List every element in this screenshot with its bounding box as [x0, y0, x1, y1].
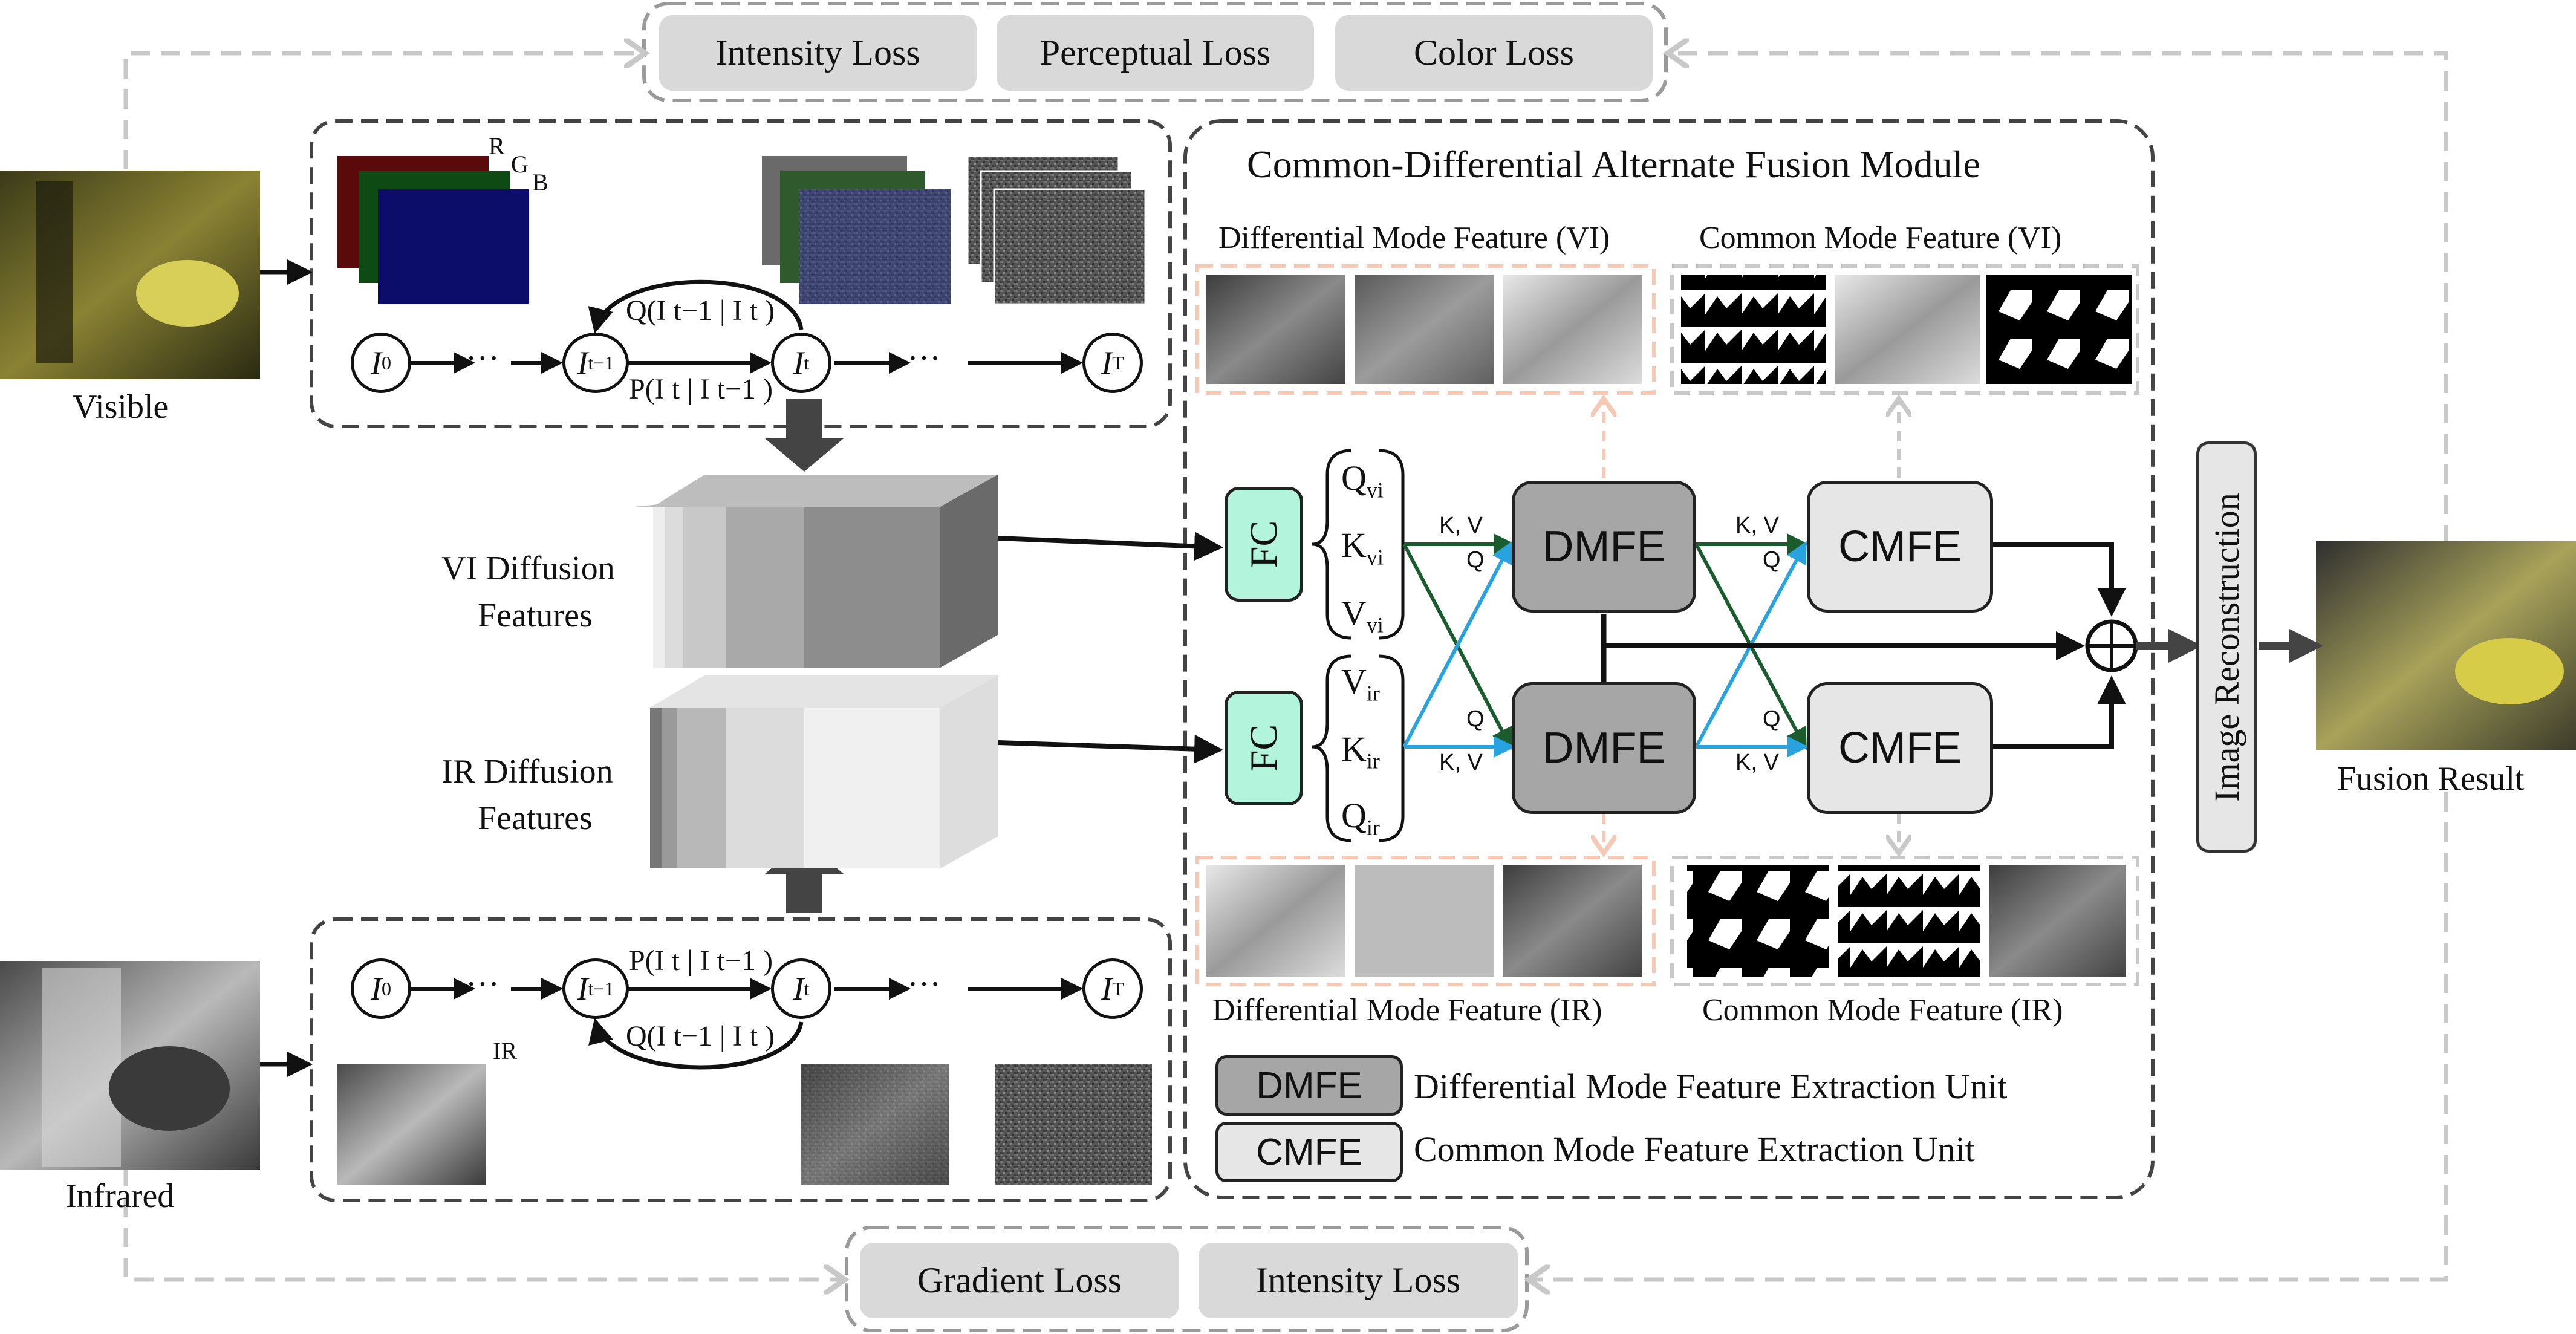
- legend-dmfe-desc: Differential Mode Feature Extraction Uni…: [1414, 1067, 2008, 1106]
- loss-gradient: Gradient Loss: [860, 1243, 1179, 1318]
- label-q-dmfe-top: Q: [1466, 547, 1485, 573]
- label-ir-diffusion-2: Features: [478, 799, 593, 837]
- k-ir: Kir: [1341, 729, 1380, 773]
- legend-cmfe-swatch: CMFE: [1215, 1122, 1403, 1182]
- label-kv-dmfe-bottom: K, V: [1439, 750, 1483, 775]
- label-diff-vi: Differential Mode Feature (VI): [1218, 221, 1610, 255]
- label-infrared: Infrared: [65, 1177, 175, 1215]
- cmfe-unit-top: CMFE: [1807, 481, 1993, 613]
- q-vi: Qvi: [1341, 458, 1384, 503]
- label-q-ir: Q(I t−1 | I t ): [626, 1020, 775, 1052]
- label-diff-ir: Differential Mode Feature (IR): [1212, 993, 1602, 1027]
- loss-perceptual: Perceptual Loss: [997, 15, 1314, 91]
- label-q-vi: Q(I t−1 | I t ): [626, 294, 775, 327]
- module-title: Common-Differential Alternate Fusion Mod…: [1247, 143, 1980, 186]
- label-vi-diffusion-1: VI Diffusion: [441, 550, 615, 587]
- k-vi: Kvi: [1341, 525, 1384, 570]
- v-vi: Vvi: [1341, 593, 1384, 637]
- label-q-cmfe-top: Q: [1763, 547, 1781, 573]
- image-reconstruction-block: Image Reconstruction: [2196, 441, 2257, 853]
- dmfe-unit-top: DMFE: [1512, 481, 1696, 613]
- chain-dots-ir-1: ···: [466, 966, 499, 1003]
- label-p-ir: P(I t | I t−1 ): [629, 945, 773, 977]
- legend-cmfe-desc: Common Mode Feature Extraction Unit: [1414, 1130, 1975, 1169]
- label-vi-diffusion-2: Features: [478, 597, 593, 634]
- label-kv-cmfe-top: K, V: [1735, 513, 1779, 538]
- loss-intensity-top: Intensity Loss: [659, 15, 977, 91]
- label-fusion-result: Fusion Result: [2337, 760, 2525, 798]
- tag-b: B: [532, 169, 548, 196]
- label-kv-cmfe-bottom: K, V: [1735, 750, 1779, 775]
- chain-dots-vi-2: ···: [907, 340, 941, 377]
- loss-intensity-bottom: Intensity Loss: [1199, 1243, 1518, 1318]
- label-q-cmfe-bottom: Q: [1763, 706, 1781, 732]
- label-q-dmfe-bottom: Q: [1466, 706, 1485, 732]
- tag-ir: IR: [493, 1037, 517, 1064]
- tag-g: G: [511, 151, 529, 178]
- fc-block-ir: FC: [1225, 691, 1303, 805]
- dmfe-unit-bottom: DMFE: [1512, 682, 1696, 814]
- label-common-vi: Common Mode Feature (VI): [1699, 221, 2062, 255]
- tag-r: R: [489, 132, 505, 160]
- v-ir: Vir: [1341, 662, 1380, 706]
- label-ir-diffusion-1: IR Diffusion: [441, 753, 613, 790]
- label-p-vi: P(I t | I t−1 ): [629, 373, 773, 405]
- label-common-ir: Common Mode Feature (IR): [1702, 993, 2063, 1027]
- loss-color: Color Loss: [1335, 15, 1653, 91]
- legend-dmfe-swatch: DMFE: [1215, 1055, 1403, 1116]
- chain-dots-vi-1: ···: [466, 340, 499, 377]
- fc-block-vi: FC: [1225, 487, 1303, 602]
- label-kv-dmfe-top: K, V: [1439, 513, 1483, 538]
- chain-dots-ir-2: ···: [907, 966, 941, 1003]
- q-ir: Qir: [1341, 796, 1380, 840]
- cmfe-unit-bottom: CMFE: [1807, 682, 1993, 814]
- label-visible: Visible: [73, 388, 169, 426]
